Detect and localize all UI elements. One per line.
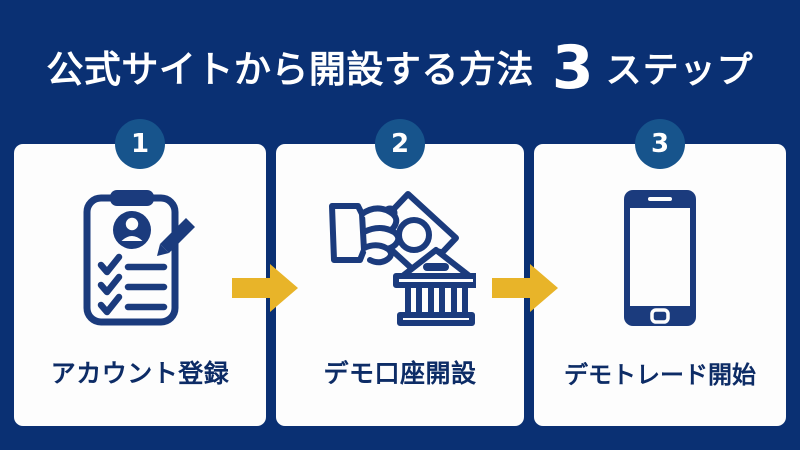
step-1-label: アカウント登録: [50, 359, 230, 388]
clipboard-checklist-icon: [83, 190, 195, 326]
step-2-label: デモ口座開設: [323, 359, 477, 388]
arrow-step-1-to-2: [232, 264, 298, 312]
smartphone-icon: [624, 190, 696, 326]
step-3-label: デモトレード開始: [564, 361, 756, 389]
step-badge-3: 3: [635, 119, 685, 169]
step-badge-2-number: 2: [390, 129, 410, 159]
step-badge-2: 2: [375, 119, 425, 169]
step-card-2[interactable]: デモ口座開設: [276, 144, 524, 426]
step-badge-1: 1: [115, 119, 165, 169]
step-badge-3-number: 3: [650, 129, 670, 159]
step-badge-1-number: 1: [130, 129, 150, 159]
arrow-step-2-to-3: [492, 264, 558, 312]
title-main-text: 公式サイトから開設する方法: [46, 48, 534, 91]
step-2-icon-area: [276, 178, 524, 338]
step-1-icon-area: [14, 178, 266, 338]
title-step-count: 3: [551, 33, 594, 103]
hand-bank-deposit-icon: [329, 191, 476, 326]
title-suffix-text: ステップ: [605, 50, 754, 91]
page-title: 公式サイトから開設する方法 3 ステップ: [0, 32, 800, 98]
step-card-3[interactable]: デモトレード開始: [534, 144, 786, 426]
step-card-1[interactable]: アカウント登録: [14, 144, 266, 426]
step-3-icon-area: [534, 178, 786, 338]
